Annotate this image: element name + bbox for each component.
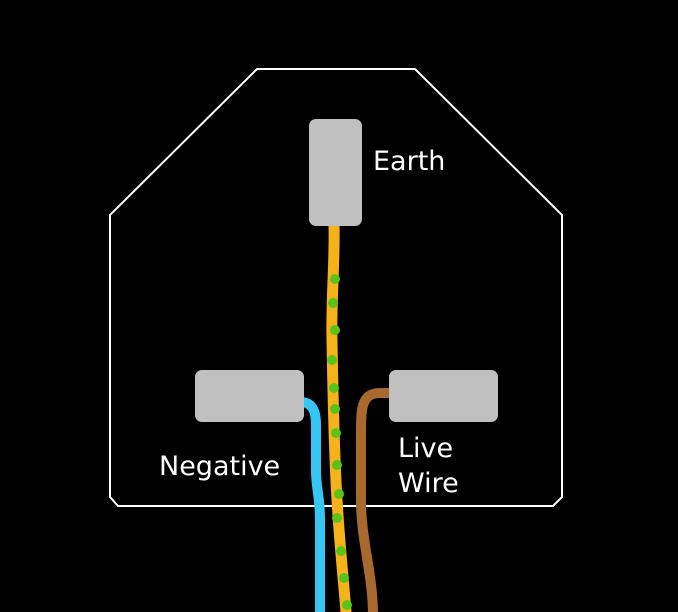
earth-stripe-dot (327, 355, 337, 365)
earth-stripe-dot (342, 600, 352, 610)
earth-stripe-dot (328, 298, 338, 308)
live-label-line2: Wire (398, 468, 459, 499)
earth-label: Earth (373, 146, 445, 177)
earth-stripe-dot (330, 325, 340, 335)
live-pin (389, 370, 498, 422)
earth-wire (326, 219, 352, 612)
earth-pin (309, 119, 362, 226)
earth-wire-stripes (327, 274, 352, 610)
earth-stripe-dot (329, 383, 339, 393)
neutral-wire (295, 397, 325, 612)
earth-stripe-dot (330, 404, 340, 414)
earth-stripe-dot (332, 460, 342, 470)
earth-stripe-dot (334, 489, 344, 499)
plug-outline (109, 68, 563, 507)
live-wire (356, 388, 397, 612)
earth-stripe-dot (332, 513, 342, 523)
earth-stripe-dot (336, 546, 346, 556)
earth-stripe-dot (339, 573, 349, 583)
earth-stripe-dot (331, 428, 341, 438)
negative-pin (195, 370, 304, 422)
live-label-line1: Live (398, 433, 453, 464)
earth-stripe-dot (330, 274, 340, 284)
negative-label: Negative (159, 451, 280, 482)
